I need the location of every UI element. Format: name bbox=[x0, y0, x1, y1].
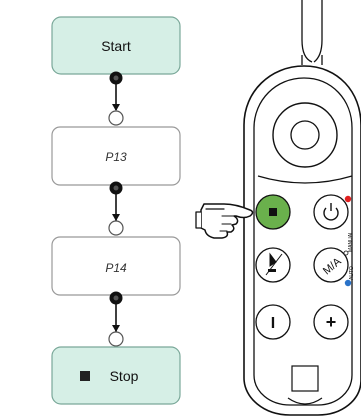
input-port bbox=[108, 331, 124, 347]
remote-body-inner bbox=[253, 77, 353, 406]
remote-control: M/A MANUAL AUTO I + bbox=[243, 0, 361, 416]
remote-separator bbox=[257, 175, 353, 184]
step-node-p13-label: P13 bbox=[105, 150, 127, 164]
arrowhead-icon bbox=[112, 214, 120, 221]
joystick-inner[interactable] bbox=[290, 120, 320, 150]
minus-button[interactable] bbox=[255, 304, 291, 340]
remote-cable bbox=[301, 0, 323, 63]
power-icon bbox=[323, 207, 339, 221]
output-port-highlight bbox=[113, 75, 119, 81]
minus-button-label: I bbox=[271, 315, 275, 332]
remote-body bbox=[243, 65, 361, 416]
stop-square-icon bbox=[80, 371, 90, 381]
flowchart: Start P13 P14 Stop bbox=[51, 16, 181, 405]
pointing-hand-icon bbox=[195, 203, 254, 239]
pause-icon bbox=[268, 269, 276, 272]
plus-button[interactable] bbox=[313, 304, 349, 340]
auto-small-label: AUTO bbox=[349, 266, 355, 280]
play-pause-divider bbox=[265, 253, 283, 276]
arrowhead-icon bbox=[112, 325, 120, 332]
remote-bottom-square bbox=[291, 365, 319, 392]
blue-indicator-led bbox=[344, 279, 352, 287]
input-port bbox=[108, 110, 124, 126]
power-button[interactable] bbox=[313, 194, 349, 230]
remote-bottom-curve bbox=[287, 397, 323, 405]
remote-cable-top bbox=[301, 55, 323, 65]
manual-small-label: MANUAL bbox=[348, 231, 354, 252]
red-indicator-led bbox=[344, 195, 352, 203]
stop-node bbox=[51, 346, 181, 405]
step-node-p14-label: P14 bbox=[105, 261, 127, 275]
input-port bbox=[108, 220, 124, 236]
manual-indicator bbox=[343, 250, 349, 256]
play-icon bbox=[269, 252, 277, 267]
mode-button[interactable] bbox=[313, 247, 349, 283]
start-node-label: Start bbox=[101, 38, 131, 54]
plus-button-label: + bbox=[326, 312, 337, 332]
joystick-outer[interactable] bbox=[272, 102, 338, 168]
stop-node-label: Stop bbox=[110, 368, 139, 384]
output-port-highlight bbox=[113, 185, 119, 191]
arrowhead-icon bbox=[112, 104, 120, 111]
output-port-highlight bbox=[113, 295, 119, 301]
stop-button-square-icon bbox=[269, 208, 277, 216]
